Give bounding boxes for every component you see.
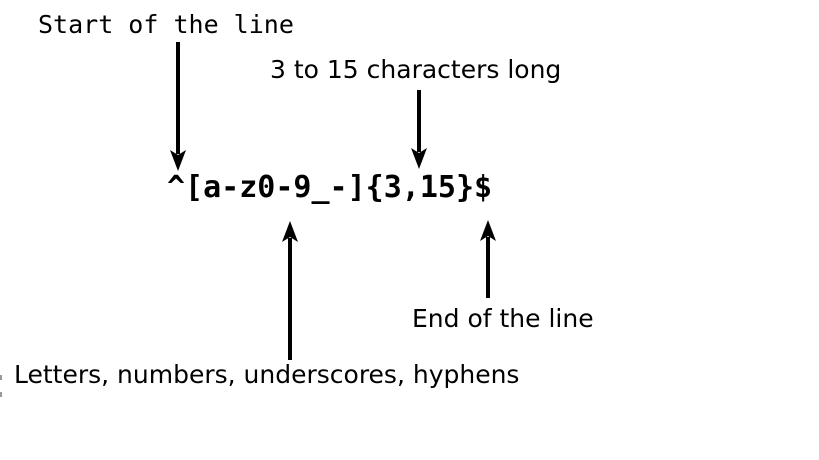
up-arrow-charset-icon [282,221,298,360]
down-arrow-length-icon [411,90,427,169]
down-arrow-start-of-line-icon [170,42,186,171]
regex-pattern-text: ^[a-z0-9_-]{3,15}$ [167,170,493,205]
left-edge-crop-mark [0,375,2,380]
left-edge-crop-mark [0,392,2,397]
length-label: 3 to 15 characters long [270,55,562,84]
up-arrow-end-of-line-icon [480,220,496,298]
end-of-line-label: End of the line [412,304,594,333]
start-of-line-label: Start of the line [38,10,294,39]
charset-label: Letters, numbers, underscores, hyphens [14,360,520,389]
